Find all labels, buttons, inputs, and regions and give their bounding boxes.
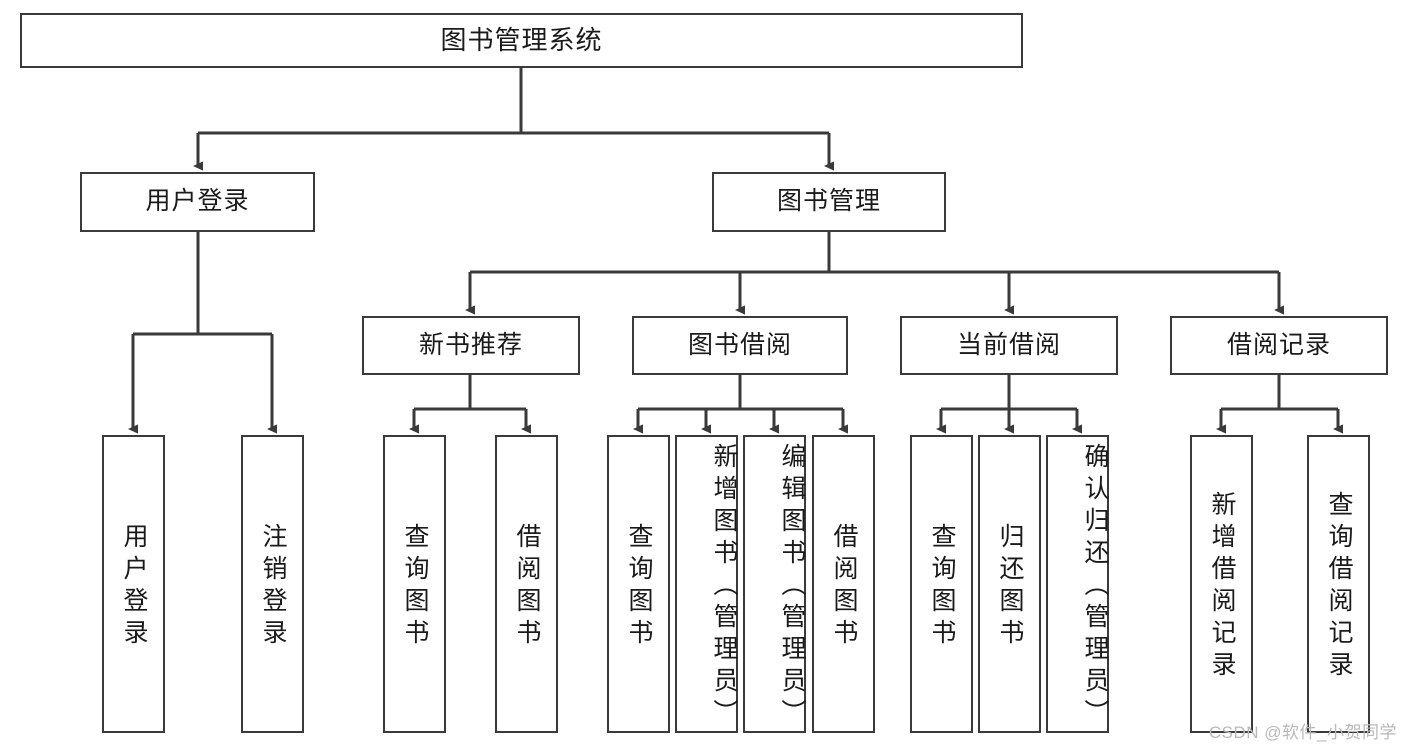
node-new-book-recommend[interactable]: 新书推荐 [362,316,580,375]
node-book-manage[interactable]: 图书管理 [712,172,946,232]
csdn-watermark: CSDN @软件_小贺同学 [1208,723,1397,742]
node-current-borrow[interactable]: 当前借阅 [900,316,1118,375]
leaf-query-book-recommend[interactable]: 查询图书 [383,435,446,733]
leaf-logout-login[interactable]: 注销登录 [241,435,304,733]
leaf-query-borrow-record[interactable]: 查询借阅记录 [1307,435,1370,733]
leaf-query-book-current[interactable]: 查询图书 [910,435,973,733]
node-book-borrow[interactable]: 图书借阅 [632,316,848,375]
leaf-add-book-admin[interactable]: 新增图书（管理员） [675,435,738,733]
leaf-edit-book-admin[interactable]: 编辑图书（管理员） [743,435,806,733]
leaf-return-book[interactable]: 归还图书 [978,435,1041,733]
leaf-add-borrow-record[interactable]: 新增借阅记录 [1190,435,1253,733]
node-root-book-management-system[interactable]: 图书管理系统 [20,13,1023,68]
leaf-user-login[interactable]: 用户登录 [102,435,165,733]
leaf-confirm-return-admin[interactable]: 确认归还（管理员） [1046,435,1109,733]
leaf-borrow-book-recommend[interactable]: 借阅图书 [495,435,558,733]
leaf-query-book-borrow[interactable]: 查询图书 [607,435,670,733]
node-user-login[interactable]: 用户登录 [80,172,315,232]
node-borrow-record[interactable]: 借阅记录 [1170,316,1388,375]
leaf-borrow-book-borrow[interactable]: 借阅图书 [812,435,875,733]
